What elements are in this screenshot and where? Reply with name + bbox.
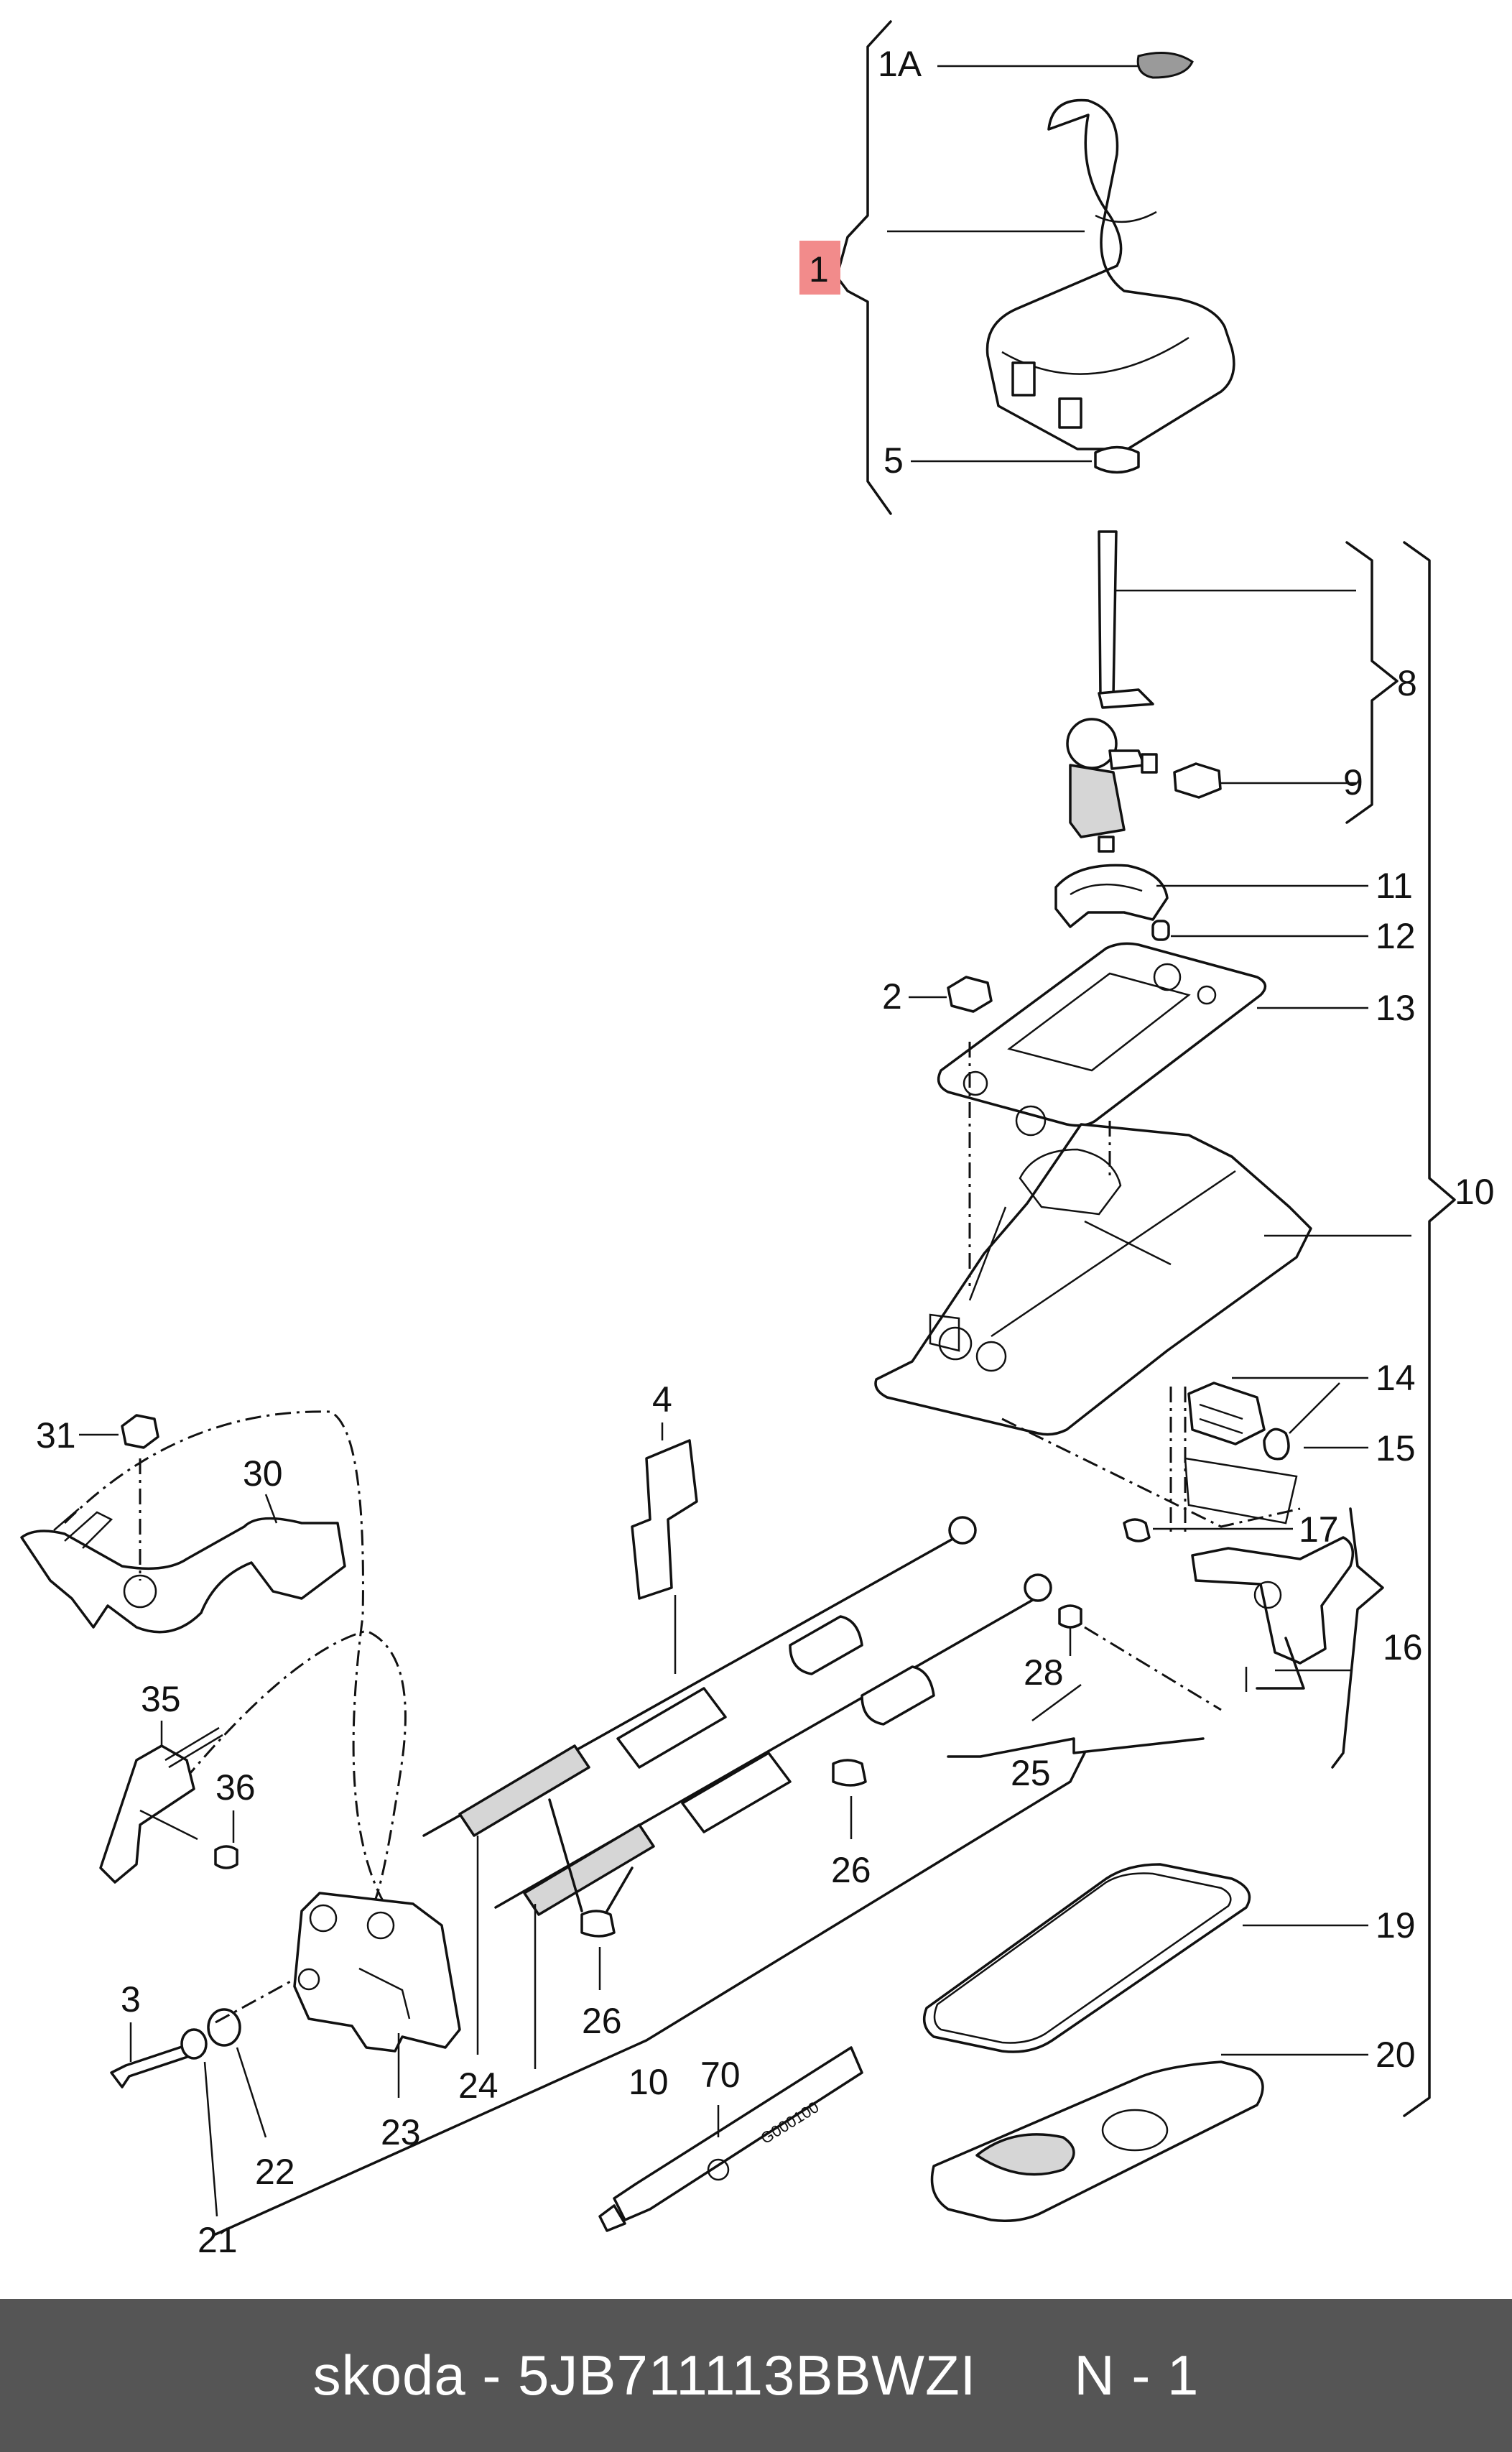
callout-25: 25 [1011, 1753, 1051, 1793]
callout-8: 8 [1397, 663, 1417, 703]
nut-2 [947, 976, 993, 1013]
shift-lever-group [1066, 530, 1399, 853]
callout-3: 3 [121, 1979, 141, 2020]
callout-22: 22 [255, 2152, 295, 2192]
callout-36: 36 [215, 1767, 256, 1808]
callout-5: 5 [883, 440, 904, 481]
housing-bracket-10 [1403, 541, 1456, 2117]
callout-1: 1 [809, 249, 829, 290]
plate-13 [909, 942, 1368, 1137]
bracket-23 [293, 1892, 461, 2053]
footer-page-label: N - 1 [1074, 2344, 1200, 2407]
clip-36 [214, 1845, 238, 1869]
callout-1-highlight [799, 241, 840, 295]
callout-23: 23 [381, 2112, 421, 2152]
bracket-4 [631, 1439, 698, 1600]
callout-15: 15 [1376, 1428, 1416, 1468]
callout-14: 14 [1376, 1358, 1416, 1398]
callout-11: 11 [1376, 866, 1413, 906]
parts-14-17 [1084, 1377, 1384, 1769]
gasket-19 [922, 1863, 1251, 2053]
callout-1A: 1A [878, 44, 922, 84]
cable-assembly [214, 1422, 1305, 2236]
callout-16: 16 [1383, 1627, 1423, 1667]
gaskets-19-20 [922, 1863, 1368, 2222]
callout-19: 19 [1376, 1905, 1416, 1946]
spring-15 [1263, 1428, 1290, 1461]
callout-9: 9 [1343, 762, 1363, 802]
callout-17: 17 [1299, 1509, 1339, 1550]
lever-30 [20, 1517, 346, 1634]
callout-20: 20 [1376, 2035, 1416, 2075]
footer-part-number: 5JB711113BBWZI [518, 2344, 977, 2407]
gear-knob [985, 98, 1235, 450]
bolt-28 [1058, 1604, 1082, 1629]
boot-20 [930, 2060, 1264, 2222]
callout-12: 12 [1376, 916, 1416, 956]
bracket-23-group [110, 1892, 461, 2217]
footer-separator: - [482, 2344, 502, 2407]
callout-21: 21 [198, 2220, 238, 2260]
callout-26-left: 26 [582, 2001, 622, 2041]
callout-28: 28 [1024, 1652, 1064, 1693]
clip-17 [1123, 1518, 1151, 1542]
footer-brand: skoda [312, 2344, 466, 2407]
callout-4: 4 [652, 1379, 672, 1420]
nut-31 [121, 1414, 159, 1449]
callout-24: 24 [458, 2065, 498, 2106]
callout-31: 31 [36, 1415, 76, 1456]
grommet-22 [207, 2008, 241, 2047]
callout-2: 2 [882, 976, 902, 1017]
callout-13: 13 [1376, 988, 1416, 1028]
clip-26-left [580, 1910, 616, 1938]
selector-lever-16 [1191, 1536, 1355, 1665]
callout-70: 70 [700, 2055, 741, 2095]
nut-9 [1173, 762, 1222, 799]
callout-10-bottom: 10 [629, 2062, 669, 2102]
gear-knob-group [799, 20, 1235, 515]
shift-lever-rod [1098, 530, 1118, 698]
guide-11-12 [1054, 864, 1368, 941]
exploded-parts-diagram: G000100 1A 1 5 8 9 11 12 2 13 10 14 15 1… [20, 20, 1495, 2260]
callout-10-right: 10 [1455, 1172, 1495, 1212]
callout-35: 35 [141, 1679, 181, 1719]
washer-21 [180, 2028, 208, 2060]
linkage-group [20, 1410, 407, 1920]
callout-30: 30 [243, 1453, 283, 1494]
footer-bar: skoda - 5JB711113BBWZI N - 1 [0, 2299, 1512, 2452]
knob-cap-1A [1136, 52, 1194, 79]
shift-housing [874, 1123, 1411, 1436]
clip-26-right [832, 1759, 867, 1787]
callout-26-right: 26 [831, 1850, 871, 1890]
clip-5 [1094, 445, 1140, 474]
